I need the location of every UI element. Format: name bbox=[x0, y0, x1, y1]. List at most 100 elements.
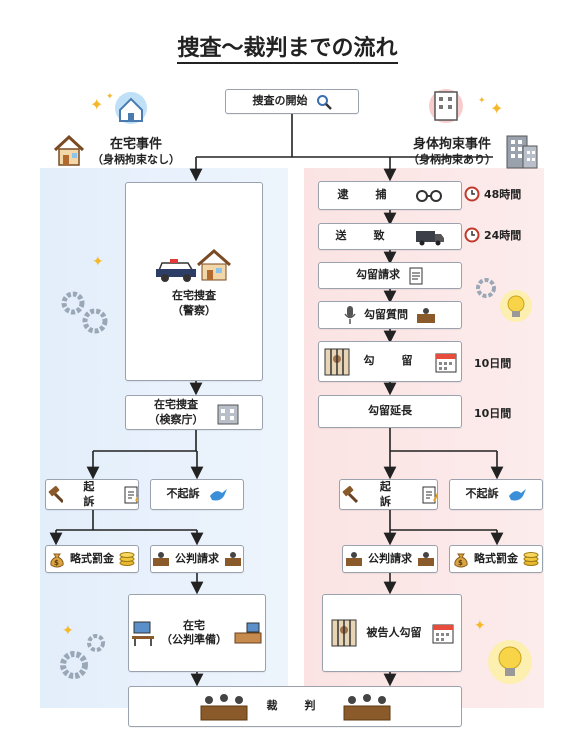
left-public-trial-label: 公判請求 bbox=[175, 551, 219, 565]
court-bench-icon bbox=[153, 552, 169, 566]
left-header-title: 在宅事件 bbox=[109, 137, 162, 152]
svg-text:✦: ✦ bbox=[90, 95, 103, 114]
right-summary-fine-label: 略式罰金 bbox=[474, 551, 518, 565]
arrest-label: 逮 捕 bbox=[337, 188, 395, 202]
detention-hearing-label: 勾留質問 bbox=[364, 307, 408, 321]
right-header: 身体拘束事件 （身柄拘束あり） bbox=[400, 137, 504, 166]
right-public-trial-label: 公判請求 bbox=[368, 551, 412, 565]
left-header-subtitle: （身柄拘束なし） bbox=[92, 152, 180, 166]
document-pen-icon bbox=[124, 486, 138, 503]
calendar-icon bbox=[435, 353, 456, 372]
svg-text:$: $ bbox=[458, 559, 463, 567]
detention-request-box: 勾留請求 bbox=[318, 262, 462, 289]
detention-hearing-box: 勾留質問 bbox=[318, 301, 462, 329]
gavel-icon bbox=[48, 485, 63, 503]
jail-cell-icon bbox=[331, 619, 356, 647]
prep-label: 在宅 bbox=[183, 618, 205, 632]
office-building-icon bbox=[506, 135, 538, 169]
start-box: 捜査の開始 bbox=[225, 89, 359, 114]
right-non-indict-label: 不起訴 bbox=[465, 487, 499, 501]
left-indictment-box: 起 訴 bbox=[45, 479, 139, 510]
left-indict-label: 起 訴 bbox=[83, 480, 122, 508]
svg-text:✦: ✦ bbox=[474, 618, 486, 634]
home-investigation-police-box: 在宅捜査 （警察） bbox=[125, 182, 263, 381]
gears-icon bbox=[61, 291, 108, 334]
dove-icon bbox=[209, 488, 227, 500]
start-label: 捜査の開始 bbox=[252, 94, 308, 108]
right-header-subtitle: （身柄拘束あり） bbox=[408, 152, 496, 166]
page-title: 捜査〜裁判までの流れ bbox=[0, 30, 575, 64]
right-non-indictment-box: 不起訴 bbox=[449, 479, 543, 510]
microphone-icon bbox=[344, 306, 356, 324]
prosecutor-investigation-sublabel: （検察庁） bbox=[148, 412, 204, 426]
extension-duration: 10日間 bbox=[474, 405, 511, 421]
trial-preparation-box: 在宅 （公判準備） bbox=[128, 594, 266, 672]
right-indictment-box: 起 訴 bbox=[339, 479, 438, 510]
calendar-icon bbox=[432, 624, 453, 644]
house-sparkle-icon: ✦ ✦ bbox=[90, 92, 147, 124]
document-pen-icon bbox=[422, 486, 437, 503]
prosecutor-building-icon bbox=[217, 404, 238, 424]
document-icon bbox=[409, 267, 423, 284]
house-icon bbox=[53, 134, 85, 166]
judges-bench-icon bbox=[200, 693, 247, 720]
judges-bench-icon bbox=[343, 693, 390, 720]
detention-request-label: 勾留請求 bbox=[356, 268, 400, 282]
defendant-detention-box: 被告人勾留 bbox=[322, 594, 462, 672]
right-indict-label: 起 訴 bbox=[379, 480, 418, 508]
svg-text:✦: ✦ bbox=[62, 623, 74, 639]
detention-duration: 10日間 bbox=[474, 355, 511, 371]
prosecutor-investigation-label: 在宅捜査 bbox=[154, 398, 198, 412]
detention-extension-box: 勾留延長 bbox=[318, 395, 462, 428]
building-sparkle-icon: ✦ ✦ bbox=[429, 89, 503, 123]
office-desk-icon bbox=[234, 622, 262, 644]
trial-label: 裁 判 bbox=[266, 699, 324, 713]
jail-cell-icon bbox=[324, 348, 349, 375]
police-van-icon bbox=[415, 230, 444, 245]
court-bench-icon bbox=[346, 552, 362, 566]
prosecutor-labels: 在宅捜査 （検察庁） bbox=[149, 398, 204, 427]
dove-icon bbox=[508, 488, 526, 500]
detention-duration-label: 10日間 bbox=[474, 357, 512, 370]
referral-label: 送 致 bbox=[335, 229, 393, 243]
prep-sublabel: （公判準備） bbox=[161, 633, 227, 646]
prep-labels: 在宅 （公判準備） bbox=[161, 619, 227, 648]
lightbulb-gear-icon bbox=[476, 278, 532, 322]
sparkle-icon: ✦ bbox=[92, 254, 104, 270]
gavel-icon bbox=[342, 485, 358, 503]
referral-time: 24時間 bbox=[464, 227, 521, 243]
police-car-house-icon bbox=[156, 249, 231, 283]
svg-text:$: $ bbox=[54, 559, 59, 567]
arrest-time: 48時間 bbox=[464, 186, 521, 202]
left-header: 在宅事件 （身柄拘束なし） bbox=[86, 137, 186, 166]
lightbulb-sparkle-icon: ✦ bbox=[474, 618, 532, 684]
court-bench-icon bbox=[225, 552, 241, 566]
defendant-detention-label: 被告人勾留 bbox=[366, 625, 422, 639]
left-non-indict-label: 不起訴 bbox=[166, 487, 200, 501]
right-header-title: 身体拘束事件 bbox=[412, 137, 491, 152]
referral-time-label: 24時間 bbox=[484, 229, 522, 242]
trial-box: 裁 判 bbox=[128, 686, 462, 727]
handcuffs-icon bbox=[415, 189, 442, 202]
money-bag-icon: $ bbox=[454, 553, 468, 568]
coins-icon bbox=[523, 552, 539, 566]
coins-icon bbox=[119, 552, 135, 566]
svg-text:✦: ✦ bbox=[478, 96, 486, 106]
magnifier-icon bbox=[316, 94, 332, 110]
arrest-box: 逮 捕 bbox=[318, 181, 462, 210]
right-summary-fine-box: $ 略式罰金 bbox=[449, 545, 543, 573]
referral-box: 送 致 bbox=[318, 223, 462, 250]
detention-extension-label: 勾留延長 bbox=[368, 404, 412, 418]
detention-label: 勾 留 bbox=[363, 354, 421, 368]
arrest-time-label: 48時間 bbox=[484, 188, 522, 201]
extension-duration-label: 10日間 bbox=[474, 407, 512, 420]
money-bag-icon: $ bbox=[50, 553, 64, 568]
left-public-trial-box: 公判請求 bbox=[150, 545, 244, 573]
left-summary-fine-label: 略式罰金 bbox=[70, 551, 114, 565]
police-investigation-sublabel: （警察） bbox=[172, 303, 216, 317]
office-desk-icon bbox=[132, 621, 154, 646]
detention-box: 勾 留 bbox=[318, 341, 462, 382]
clock-icon bbox=[464, 227, 480, 243]
home-investigation-prosecutor-box: 在宅捜査 （検察庁） bbox=[125, 395, 263, 430]
